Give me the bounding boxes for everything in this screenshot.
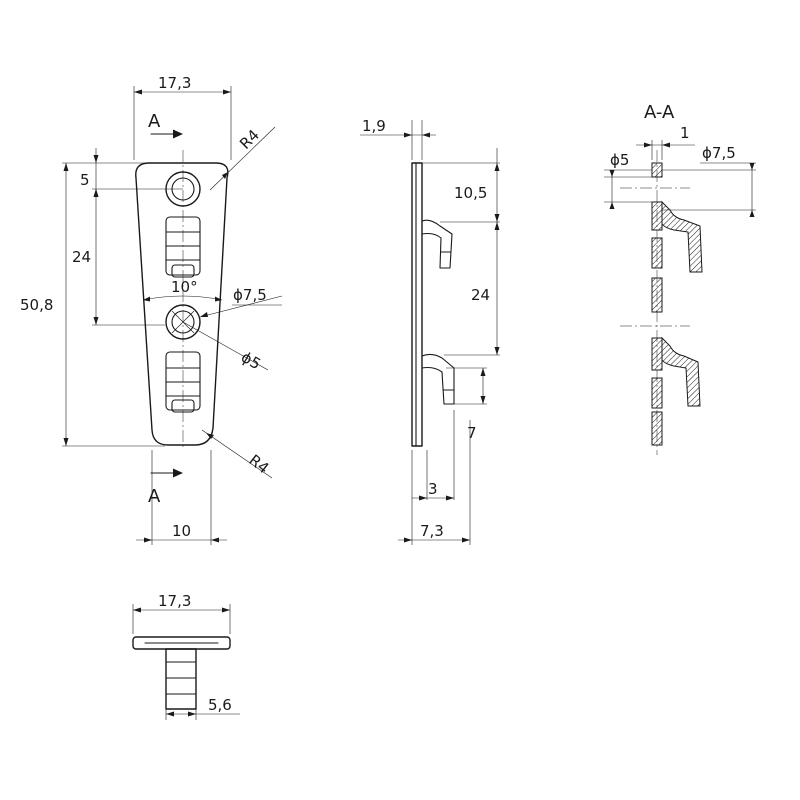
section-mark-top: A — [148, 111, 161, 132]
dim-front-height: 50,8 — [20, 296, 53, 314]
section-hook-lower — [661, 336, 701, 407]
dim-front-width-bottom: 10 — [172, 522, 191, 540]
dim-side-hook-spacing: 24 — [471, 286, 490, 304]
top-view-stud — [165, 648, 197, 710]
side-plate — [411, 162, 423, 447]
dim-front-diameter-outer: ϕ7,5 — [233, 286, 267, 304]
dim-front-width-top: 17,3 — [158, 74, 191, 92]
front-view: 17,3 50,8 5 24 10 10° ϕ7,5 ϕ5 — [20, 74, 283, 545]
dim-top-stud-width: 5,6 — [208, 696, 232, 714]
dim-front-diameter-inner: ϕ5 — [238, 348, 264, 373]
dim-side-top-offset: 10,5 — [454, 184, 487, 202]
dim-section-thickness: 1 — [680, 124, 690, 142]
section-title: A-A — [644, 102, 675, 123]
side-hook-upper — [421, 219, 453, 269]
dim-side-thickness: 1,9 — [362, 117, 386, 135]
section-view: A-A 1 ϕ5 — [604, 102, 756, 455]
dim-front-radius-top: R4 — [236, 126, 263, 153]
side-view: 1,9 10,5 24 7 3 7,3 — [360, 117, 500, 545]
dim-front-hole-offset: 5 — [80, 171, 90, 189]
dim-side-total-depth: 7,3 — [420, 522, 444, 540]
top-view: 17,3 5,6 — [132, 592, 240, 720]
dim-side-hook-depth: 3 — [428, 480, 438, 498]
dim-section-diameter-outer: ϕ7,5 — [702, 144, 736, 162]
section-hook-upper — [661, 200, 703, 273]
section-mark-bottom: A — [148, 486, 161, 507]
dim-top-width: 17,3 — [158, 592, 191, 610]
dim-front-radius-bottom: R4 — [246, 451, 273, 477]
dim-side-hook-length: 7 — [467, 424, 477, 442]
dim-section-diameter-inner: ϕ5 — [610, 151, 629, 169]
front-outline — [135, 162, 229, 446]
dim-front-hole-spacing: 24 — [72, 248, 91, 266]
dim-front-angle: 10° — [171, 278, 198, 296]
side-hook-lower — [421, 353, 455, 405]
